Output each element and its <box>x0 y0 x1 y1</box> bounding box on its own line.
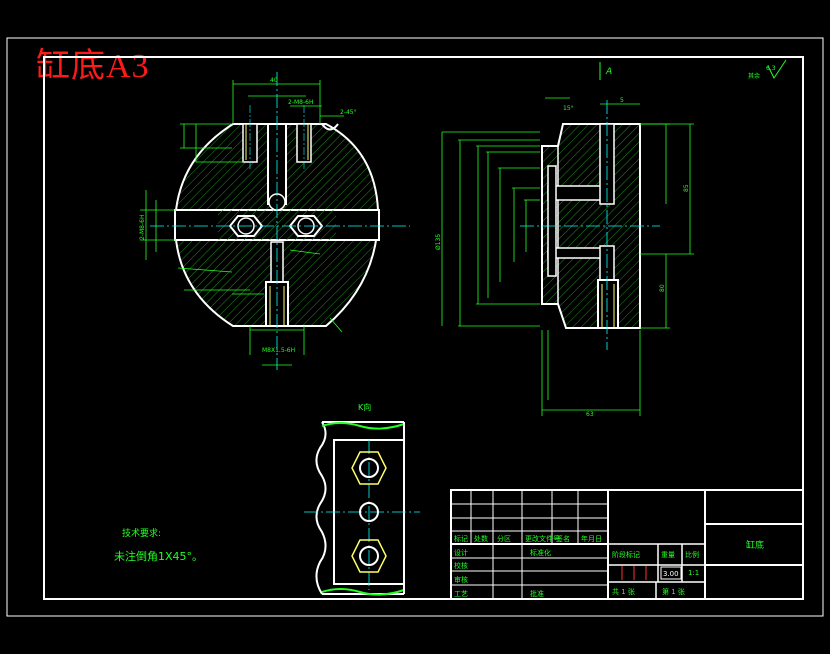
section-a-label: A <box>605 67 612 77</box>
side-section-view: 5 63 85 80 Ø135 15° A <box>435 62 694 418</box>
svg-text:批准: 批准 <box>530 589 544 598</box>
dim-side-thread: 2-M8-6H <box>139 215 146 240</box>
tech-req-heading: 技术要求: <box>122 527 161 539</box>
scale-value: 3.00 <box>663 570 679 578</box>
dim-right-dia1: Ø135 <box>435 234 442 250</box>
svg-text:年月日: 年月日 <box>581 534 602 543</box>
weight-label: 重量 <box>661 551 675 559</box>
svg-text:更改文件号: 更改文件号 <box>525 534 560 543</box>
dim-total-length: 63 <box>586 411 594 418</box>
outer-border <box>6 37 824 617</box>
svg-text:分区: 分区 <box>497 534 511 543</box>
sheet-total: 共 1 张 <box>612 587 635 596</box>
svg-text:校核: 校核 <box>454 561 468 570</box>
dim-angle: 15° <box>563 105 574 112</box>
inner-frame <box>43 56 804 600</box>
stage-label: 阶段标记 <box>612 550 640 559</box>
scale-label: 比例 <box>685 550 699 559</box>
technical-requirements: 技术要求: 未注倒角1X45°。 <box>114 527 203 563</box>
roughness-symbol: 其余 6.3 <box>748 59 787 80</box>
dim-thread-top: 2-M8-6H <box>288 99 313 106</box>
drawing-title-watermark: 缸底A3 <box>36 48 150 85</box>
dim-right-h2: 80 <box>659 284 666 292</box>
sheet-number: 第 1 张 <box>662 587 685 596</box>
part-name: 缸底 <box>746 539 764 551</box>
front-view: 40 2-M8-6H 2-45° M8X1.5-6H 2-M8-6H <box>139 72 410 370</box>
svg-text:标准化: 标准化 <box>530 548 551 557</box>
svg-text:处数: 处数 <box>474 534 488 543</box>
svg-text:设计: 设计 <box>454 548 468 557</box>
svg-text:其余: 其余 <box>748 72 760 80</box>
dim-bevel: 2-45° <box>340 109 357 116</box>
dim-right-width: 5 <box>620 97 624 104</box>
dim-bottom-thread: M8X1.5-6H <box>262 347 295 354</box>
svg-text:签名: 签名 <box>556 534 570 543</box>
svg-text:工艺: 工艺 <box>454 590 468 598</box>
tech-req-line1: 未注倒角1X45°。 <box>114 549 203 563</box>
svg-text:审核: 审核 <box>454 575 468 584</box>
k-view: K向 <box>304 402 420 596</box>
ratio-value: 1:1 <box>688 569 699 577</box>
dim-right-h1: 85 <box>683 184 690 192</box>
title-block <box>450 489 804 600</box>
svg-text:标记: 标记 <box>454 534 468 543</box>
dim-top-width: 40 <box>270 77 278 84</box>
svg-text:6.3: 6.3 <box>766 65 776 72</box>
title-block-text: 标记 设计 校核 审核 工艺 处数 分区 更改文件号 签名 年月日 标准化 批准… <box>454 534 764 598</box>
k-view-label: K向 <box>358 402 371 412</box>
